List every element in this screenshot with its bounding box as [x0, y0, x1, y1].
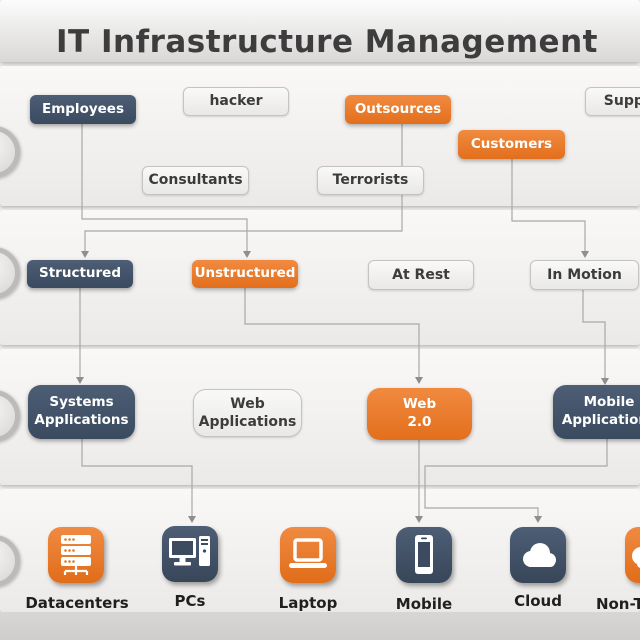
footer-strip: [0, 612, 640, 640]
page-title: IT Infrastructure Management: [56, 24, 598, 60]
device-tile-pcs: [162, 526, 218, 582]
device-label-cloud: Cloud: [514, 592, 562, 610]
device-tile-laptop: [280, 527, 336, 583]
device-tile-datacenters: [48, 527, 104, 583]
non-traditional-icon: [632, 547, 640, 568]
node-customers: Customers: [458, 130, 565, 159]
node-unstructured: Unstructured: [192, 260, 298, 288]
node-in-motion: In Motion: [530, 260, 639, 290]
title-band: [0, 0, 640, 62]
node-outsources: Outsources: [345, 95, 451, 124]
server-icon: [61, 535, 91, 575]
device-label-pcs: PCs: [174, 592, 206, 610]
device-label-mobile: Mobile: [395, 595, 453, 613]
device-tile-cloud: [510, 527, 566, 583]
node-at-rest: At Rest: [368, 260, 474, 290]
cloud-icon: [523, 543, 556, 567]
node-suppliers: Suppliers: [585, 87, 640, 116]
device-label-non-traditional: Non-Traditional: [595, 595, 640, 613]
device-tile-mobile: [396, 527, 452, 583]
node-hacker: hacker: [183, 87, 289, 116]
laptop-icon: [289, 538, 327, 568]
node-employees: Employees: [30, 95, 136, 124]
node-web-applications: Web Applications: [193, 389, 302, 437]
device-label-laptop: Laptop: [278, 594, 338, 612]
desktop-pc-icon: [169, 536, 210, 566]
node-consultants: Consultants: [142, 166, 249, 195]
node-terrorists: Terrorists: [317, 166, 424, 195]
device-label-datacenters: Datacenters: [25, 594, 129, 612]
node-systems-applications: Systems Applications: [28, 385, 135, 439]
node-structured: Structured: [27, 260, 133, 288]
smartphone-icon: [415, 535, 433, 574]
node-mobile-applications: Mobile Applications: [553, 385, 640, 439]
node-web-2-0: Web 2.0: [367, 388, 472, 440]
device-tile-non-traditional: [625, 527, 640, 583]
